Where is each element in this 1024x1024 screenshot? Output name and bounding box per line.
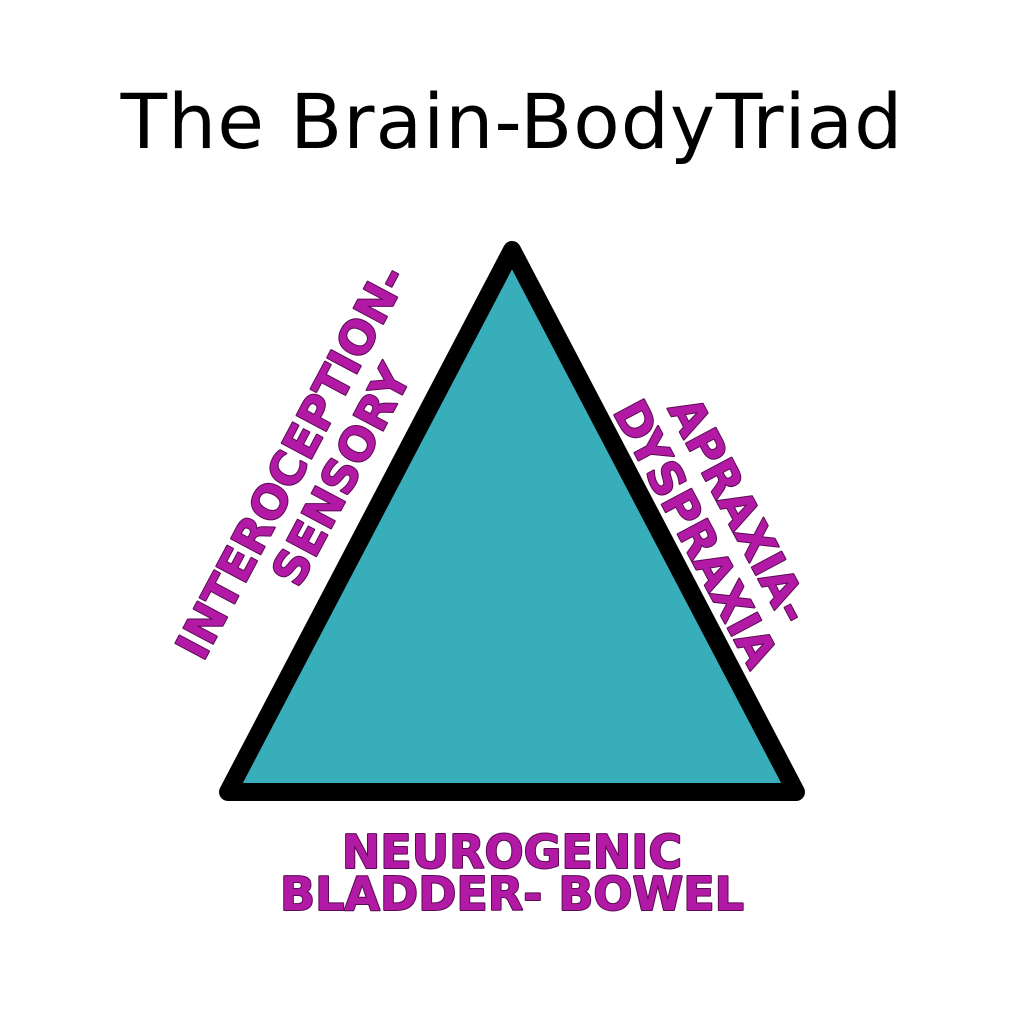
triad-triangle	[219, 241, 805, 801]
bottom-label-line1: NEUROGENIC	[342, 825, 682, 879]
diagram-title: The Brain-BodyTriad	[120, 77, 904, 166]
bottom-side-label: NEUROGENIC BLADDER- BOWEL	[279, 824, 745, 922]
bottom-label-line2: BLADDER- BOWEL	[280, 867, 744, 921]
